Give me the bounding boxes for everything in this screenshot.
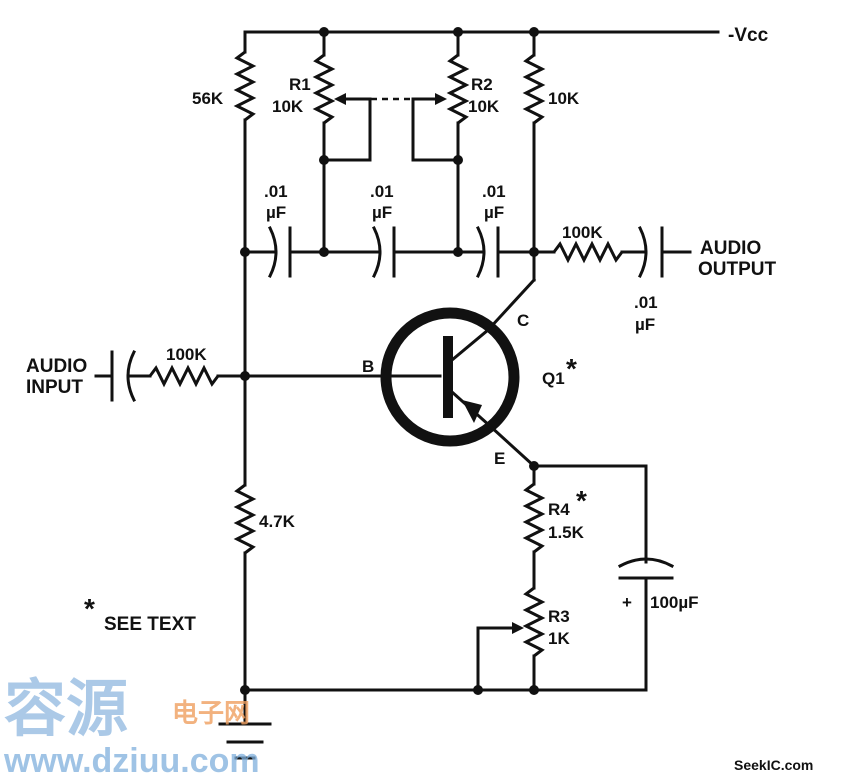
see-text-star: *: [84, 593, 95, 624]
r2-name: R2: [471, 75, 493, 94]
resistor-56k: [233, 30, 257, 254]
transistor-star: *: [566, 353, 577, 384]
c-out-unit: µF: [635, 315, 655, 334]
collector-lead: [485, 277, 537, 333]
r2-value: 10K: [468, 97, 500, 116]
audio-input-line2: INPUT: [26, 377, 83, 398]
vcc-rail: [243, 27, 720, 37]
emitter-network: [473, 423, 675, 695]
audio-output-line1: AUDIO: [700, 238, 761, 259]
potentiometer-r1: [312, 30, 372, 254]
c-emitter-polarity: +: [622, 593, 632, 612]
ground-rail: [218, 685, 648, 760]
r3-name: R3: [548, 607, 570, 626]
c2-unit: µF: [372, 203, 392, 222]
resistor-collector-label: 10K: [548, 89, 580, 108]
audio-output-line2: OUTPUT: [698, 259, 777, 280]
resistor-out-label: 100K: [562, 223, 603, 242]
base-label: B: [362, 357, 374, 376]
vcc-label: -Vcc: [728, 25, 769, 46]
r1-value: 10K: [272, 97, 304, 116]
c3-unit: µF: [484, 203, 504, 222]
input-network: [94, 349, 442, 403]
resistor-in-label: 100K: [166, 345, 207, 364]
r4-name: R4: [548, 500, 570, 519]
c-emitter-value: 100µF: [650, 593, 699, 612]
c1-unit: µF: [266, 203, 286, 222]
resistor-collector: [522, 30, 546, 282]
watermark-url: www.dziuu.com: [3, 742, 260, 778]
audio-input-line1: AUDIO: [26, 356, 87, 377]
resistor-56k-label: 56K: [192, 89, 224, 108]
watermark-cn-big: 容源: [4, 672, 128, 745]
capacitor-chain: [240, 225, 539, 279]
c2-value: .01: [370, 182, 394, 201]
emitter-label: E: [494, 449, 505, 468]
r3-value: 1K: [548, 629, 570, 648]
c3-value: .01: [482, 182, 506, 201]
r4-star: *: [576, 485, 587, 516]
c-out-value: .01: [634, 293, 658, 312]
r1-name: R1: [289, 75, 311, 94]
output-network: [532, 225, 692, 279]
resistor-4k7: [233, 250, 257, 692]
collector-label: C: [517, 311, 529, 330]
potentiometer-r2: [411, 30, 470, 254]
watermark-seekic: SeekIC.com: [734, 757, 813, 773]
resistor-4k7-label: 4.7K: [259, 512, 296, 531]
r4-value: 1.5K: [548, 523, 585, 542]
c1-value: .01: [264, 182, 288, 201]
transistor-name: Q1: [542, 369, 565, 388]
see-text-note: SEE TEXT: [104, 614, 196, 635]
watermark-cn-small: 电子网: [172, 699, 250, 729]
